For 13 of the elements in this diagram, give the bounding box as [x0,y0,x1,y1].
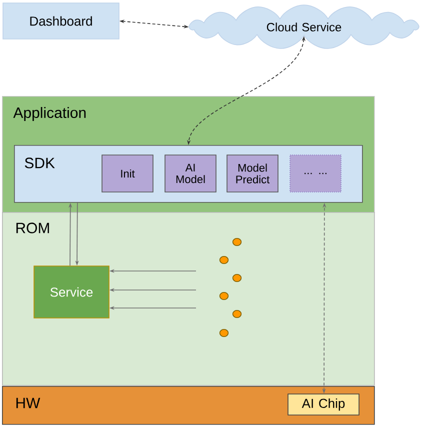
dot [232,274,242,282]
dot [232,238,242,246]
dot [219,256,229,264]
dot [219,329,229,337]
box: Dashboard [2,2,120,40]
chip-box: AI Chip [288,394,360,416]
placeholder-box: ... ... [290,154,342,192]
component-box: Init [102,154,154,192]
dot [232,310,242,318]
service-box: Service [34,266,110,318]
dot [219,292,229,300]
component-box: Model Predict [226,154,278,192]
component-box: AI Model [164,154,216,192]
